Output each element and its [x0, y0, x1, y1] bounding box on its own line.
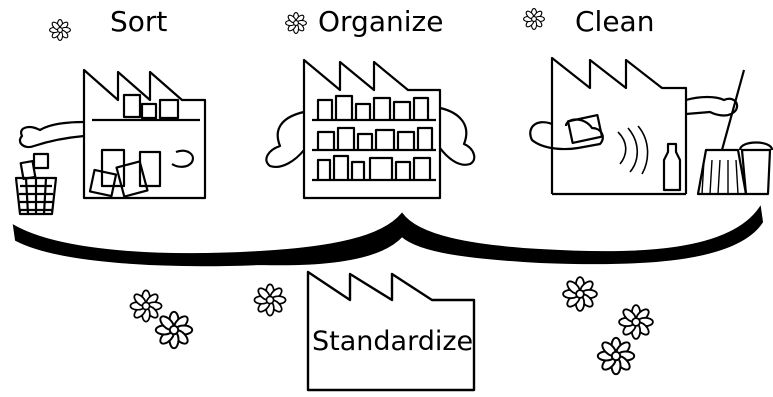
flower-icon — [618, 304, 654, 340]
hand-icon — [439, 106, 476, 166]
hand-icon — [18, 120, 85, 149]
flower-icon — [285, 12, 307, 34]
organize-illustration — [265, 58, 476, 200]
flower-icon — [596, 336, 636, 376]
broom-icon — [696, 69, 748, 196]
factory-icon — [306, 270, 476, 392]
flower-icon — [129, 289, 163, 323]
standardize-label: Standardize — [312, 326, 474, 357]
clean-illustration — [529, 56, 773, 196]
clean-label: Clean — [575, 5, 655, 38]
sort-illustration — [14, 68, 207, 216]
flower-icon — [49, 19, 71, 41]
flower-icon — [562, 276, 598, 312]
factory-icon — [550, 56, 688, 194]
standardize-illustration — [306, 270, 476, 392]
waste-basket-icon — [14, 152, 58, 216]
hand-icon — [685, 95, 739, 117]
factory-icon — [302, 58, 442, 200]
brace-icon — [12, 205, 764, 267]
hand-icon — [265, 110, 305, 168]
factory-icon — [82, 68, 207, 200]
flower-icon — [154, 310, 194, 350]
flower-icon — [253, 283, 287, 317]
hand-icon — [529, 118, 604, 151]
sort-label: Sort — [110, 5, 168, 38]
flower-icon — [523, 8, 545, 30]
bucket-icon — [738, 141, 773, 196]
organize-label: Organize — [318, 5, 444, 38]
